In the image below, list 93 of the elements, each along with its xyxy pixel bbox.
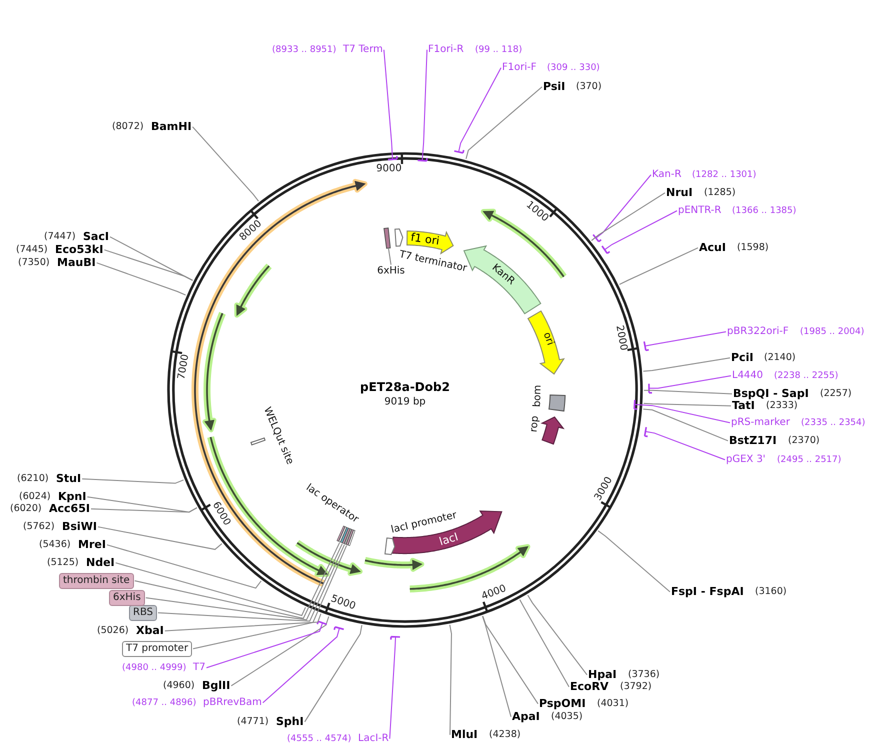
site-position: (4771) bbox=[237, 716, 269, 728]
enzyme-name: AcuI bbox=[699, 242, 726, 254]
primer-range: (2335 .. 2354) bbox=[801, 418, 866, 428]
enzyme-name: XbaI bbox=[136, 624, 164, 638]
primer-name: pENTR-R bbox=[678, 205, 722, 216]
site-position: (4960) bbox=[163, 680, 195, 692]
tick-label: 5000 bbox=[329, 594, 358, 613]
feature-label: ori bbox=[540, 330, 556, 348]
feature-label: rop bbox=[528, 415, 542, 433]
enzyme-name: NruI bbox=[666, 186, 693, 200]
site-position: (7447) bbox=[44, 232, 76, 242]
enzyme-name: BglII bbox=[202, 680, 230, 692]
site-position: (3160) bbox=[755, 586, 787, 598]
primer-name: LacI-R bbox=[358, 733, 389, 744]
primer-range: (4877 .. 4896) bbox=[132, 698, 196, 708]
site-position: (4035) bbox=[551, 712, 583, 722]
enzyme-name: PciI bbox=[731, 352, 754, 364]
site-position: (2140) bbox=[764, 352, 796, 364]
primer-range: (1282 .. 1301) bbox=[692, 170, 756, 180]
feature-label: f1 ori bbox=[410, 231, 440, 248]
site-position: (5026) bbox=[97, 626, 129, 636]
site-position: (1285) bbox=[704, 188, 736, 198]
site-position: (8072) bbox=[112, 122, 144, 132]
enzyme-name: BstZ17I bbox=[729, 434, 777, 448]
enzyme-name: MauBI bbox=[57, 256, 96, 270]
enzyme-name: StuI bbox=[56, 472, 82, 486]
primer-name: L4440 bbox=[732, 370, 764, 382]
tick-label: 7000 bbox=[176, 353, 192, 380]
enzyme-name: KpnI bbox=[58, 490, 86, 502]
site-position: (6210) bbox=[17, 474, 49, 484]
primer-name: F1ori-R bbox=[428, 44, 464, 56]
enzyme-name: SphI bbox=[276, 716, 304, 728]
enzyme-name: NdeI bbox=[86, 556, 115, 570]
tick-label: 2000 bbox=[612, 324, 629, 352]
feature-label: 6xHis bbox=[377, 265, 405, 277]
enzyme-name: TatI bbox=[732, 400, 755, 412]
enzyme-name: BsiWI bbox=[62, 520, 97, 534]
primer-range: (309 .. 330) bbox=[547, 63, 600, 74]
site-position: (2257) bbox=[820, 388, 852, 400]
enzyme-name: BamHI bbox=[151, 120, 192, 134]
site-position: (370) bbox=[576, 82, 602, 92]
plasmid-length: 9019 bp bbox=[384, 396, 426, 408]
primer-range: (1985 .. 2004) bbox=[800, 327, 864, 338]
enzyme-name: Acc65I bbox=[49, 502, 90, 516]
enzyme-name: BspQI - SapI bbox=[733, 388, 809, 400]
primer-range: (1366 .. 1385) bbox=[732, 206, 796, 216]
enzyme-name: SacI bbox=[83, 230, 109, 244]
primer-name: pBRrevBam bbox=[203, 697, 262, 708]
primer-range: (2495 .. 2517) bbox=[777, 455, 842, 466]
primer-name: T7 Term bbox=[343, 44, 383, 56]
site-position: (4031) bbox=[597, 698, 629, 710]
site-position: (4238) bbox=[489, 730, 521, 740]
tick-label: 4000 bbox=[480, 583, 508, 604]
site-position: (5436) bbox=[39, 540, 71, 550]
primer-range: (4980 .. 4999) bbox=[122, 663, 186, 674]
site-position: (7445) bbox=[16, 244, 48, 256]
enzyme-name: EcoRV bbox=[570, 680, 609, 694]
plasmid-name: pET28a-Dob2 bbox=[360, 381, 450, 395]
site-position: (2370) bbox=[788, 436, 820, 446]
enzyme-name: HpaI bbox=[588, 668, 617, 680]
enzyme-name: FspI - FspAI bbox=[671, 586, 744, 598]
site-position: (1598) bbox=[737, 242, 769, 254]
feature-tag: T7 promoter bbox=[122, 641, 192, 656]
enzyme-name: ApaI bbox=[512, 710, 540, 724]
primer-name: pRS-marker bbox=[731, 417, 790, 428]
feature-tag: 6xHis bbox=[109, 590, 145, 606]
primer-name: F1ori-F bbox=[502, 62, 536, 74]
feature-tag: thrombin site bbox=[59, 573, 134, 588]
feature-tag: RBS bbox=[129, 605, 157, 620]
site-position: (3792) bbox=[620, 682, 652, 692]
primer-name: Kan-R bbox=[652, 169, 682, 180]
site-position: (5125) bbox=[47, 558, 79, 568]
tick-label: 9000 bbox=[376, 162, 402, 174]
site-position: (6020) bbox=[10, 504, 42, 514]
site-position: (6024) bbox=[19, 492, 51, 502]
primer-name: pGEX 3' bbox=[726, 454, 766, 466]
feature-label: lacI bbox=[438, 531, 460, 549]
site-position: (2333) bbox=[766, 400, 798, 412]
enzyme-name: Eco53kI bbox=[55, 244, 104, 256]
enzyme-name: MluI bbox=[451, 728, 478, 742]
primer-range: (8933 .. 8951) bbox=[272, 45, 336, 56]
primer-name: pBR322ori-F bbox=[727, 326, 789, 338]
site-position: (7350) bbox=[18, 258, 50, 268]
enzyme-name: MreI bbox=[78, 538, 106, 552]
enzyme-name: PsiI bbox=[543, 80, 566, 94]
primer-range: (4555 .. 4574) bbox=[287, 734, 352, 744]
feature-label: bom bbox=[532, 384, 544, 408]
primer-range: (99 .. 118) bbox=[475, 45, 522, 56]
primer-range: (2238 .. 2255) bbox=[774, 371, 838, 382]
enzyme-name: PspOMI bbox=[539, 698, 586, 710]
site-position: (3736) bbox=[628, 670, 660, 680]
primer-name: T7 bbox=[193, 662, 206, 674]
site-position: (5762) bbox=[23, 522, 55, 532]
